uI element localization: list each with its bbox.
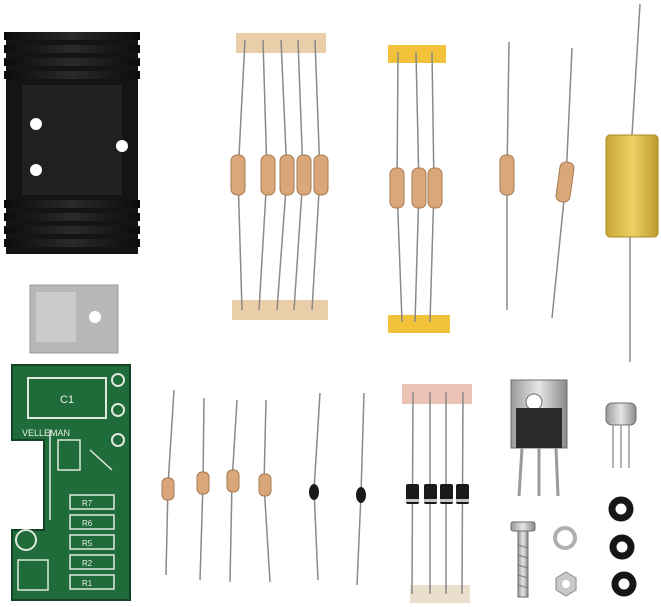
resistor-single-body (499, 154, 515, 196)
circuit-board-icon: C1 VELLEMAN R7 R6 R5 R2 R1 (11, 364, 131, 601)
pcb-r2-label: R2 (82, 559, 93, 568)
heatsink-icon (4, 32, 140, 254)
capacitor-icon (605, 3, 659, 362)
insulator-pad-icon (29, 284, 119, 354)
lock-washer-icon (553, 526, 577, 550)
pcb-r6-label: R6 (82, 519, 93, 528)
glass-diodes (309, 392, 366, 586)
resistor-single-body (555, 161, 575, 203)
transistor-icon (510, 379, 568, 497)
pcb-r1-label: R1 (82, 579, 93, 588)
pcb-r7-label: R7 (82, 499, 93, 508)
resistor-small-body (196, 471, 210, 495)
resistor-small-body (226, 469, 240, 493)
resistor-strip-five (230, 33, 329, 320)
washer-icon (608, 496, 637, 597)
pcb-r5-label: R5 (82, 539, 93, 548)
small-transistor-icon (605, 402, 637, 468)
resistor-small-body (258, 473, 272, 497)
screw-icon (510, 521, 536, 598)
resistor-small-body (161, 477, 175, 501)
resistor-strip-three (388, 45, 450, 333)
diode-strip (402, 384, 472, 603)
pcb-brand-label: VELLEMAN (22, 428, 70, 438)
nut-icon (555, 571, 577, 597)
pcb-capacitor-label: C1 (60, 394, 74, 406)
